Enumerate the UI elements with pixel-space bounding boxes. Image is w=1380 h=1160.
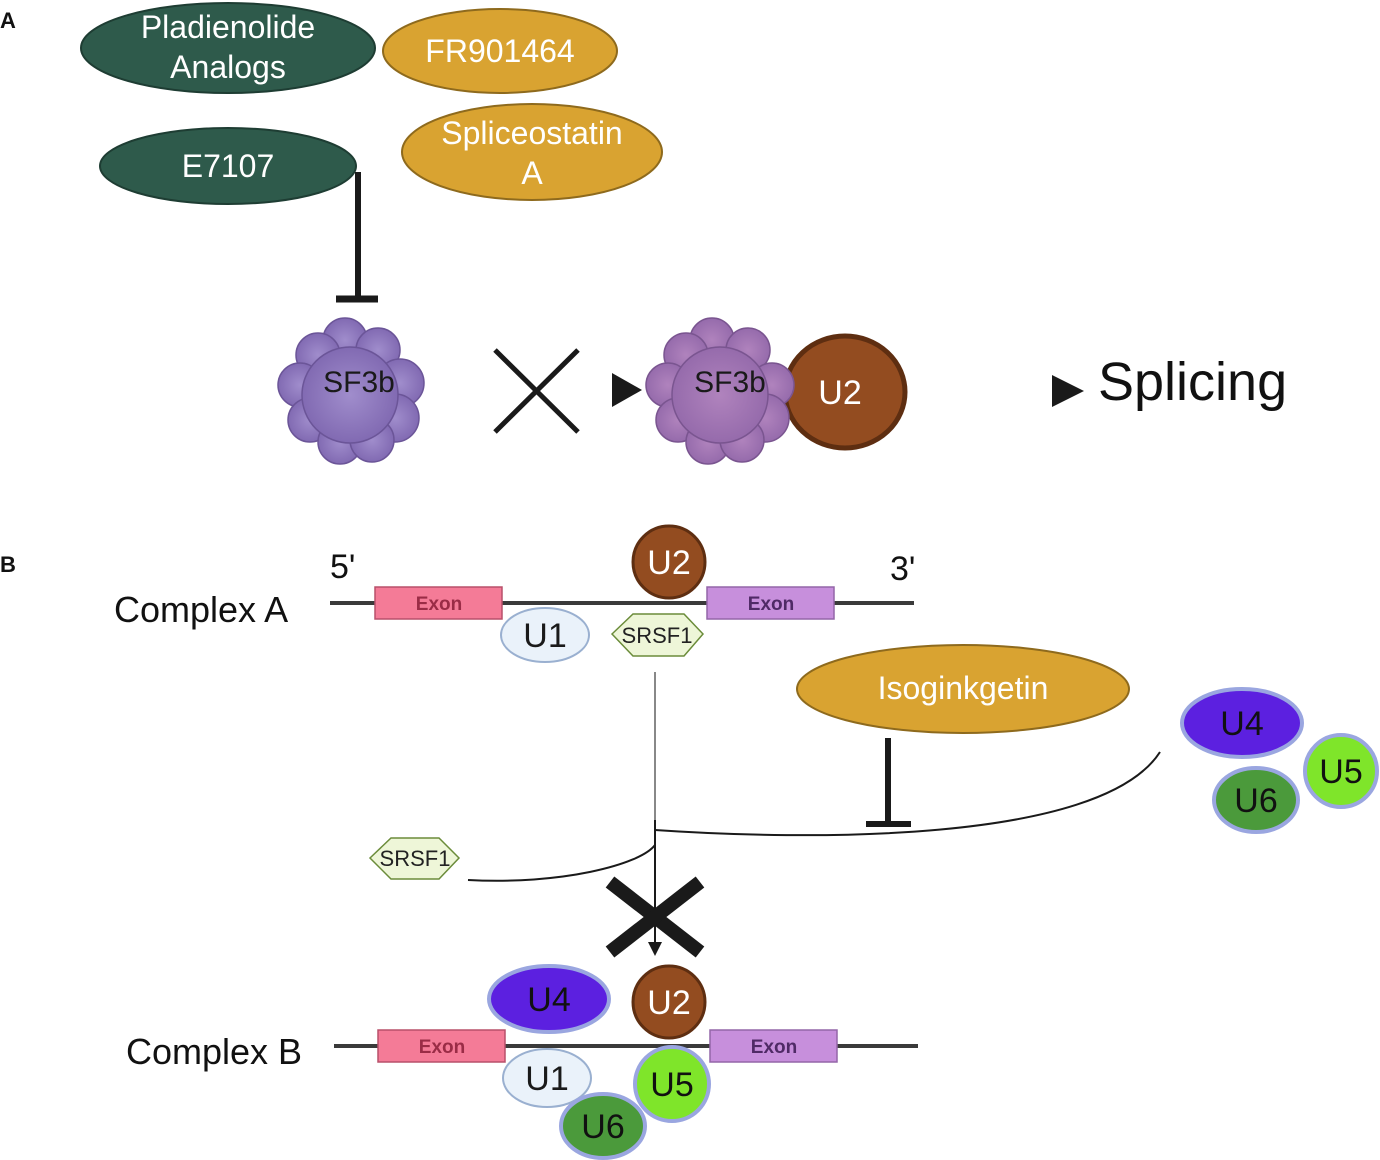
- sf3b-complex: SF3b: [277, 317, 425, 465]
- complex-a-srsf1: SRSF1: [610, 613, 705, 657]
- complex-b-u1: U1: [502, 1048, 592, 1108]
- complex-a-exon-left: Exon: [374, 586, 503, 620]
- e7107-inhibition-bar: [336, 172, 378, 303]
- complex-b-u4: U4: [487, 964, 611, 1034]
- panel-a-letter: A: [0, 8, 16, 33]
- sf3b-label: SF3b: [323, 366, 395, 399]
- svg-text:U5: U5: [1319, 753, 1362, 791]
- splicing-label: Splicing: [1098, 352, 1287, 412]
- svg-text:U6: U6: [1234, 782, 1277, 820]
- spliceostatin-pill: Spliceostatin A: [401, 103, 663, 201]
- complex-b-exon-right: Exon: [709, 1029, 838, 1063]
- svg-text:U4: U4: [527, 981, 570, 1019]
- pladienolide-label-line2: Analogs: [170, 49, 286, 85]
- complex-a-exon-right: Exon: [706, 586, 835, 620]
- isoginkgetin-pill: Isoginkgetin: [796, 644, 1130, 734]
- svg-text:Exon: Exon: [748, 594, 794, 615]
- spliceostatin-label-line2: A: [521, 155, 543, 191]
- splicing-arrow: [915, 375, 1084, 407]
- sf3b-bound-label: SF3b: [694, 366, 766, 399]
- svg-text:U5: U5: [650, 1066, 693, 1104]
- svg-text:U2: U2: [647, 984, 690, 1022]
- recruitment-arrowhead: [648, 942, 662, 956]
- svg-text:SRSF1: SRSF1: [380, 846, 451, 871]
- spliceostatin-label-line1: Spliceostatin: [441, 115, 622, 151]
- svg-text:U6: U6: [581, 1108, 624, 1146]
- svg-text:U4: U4: [1220, 705, 1263, 743]
- svg-text:U1: U1: [525, 1060, 568, 1098]
- panel-b-letter: B: [0, 552, 16, 577]
- svg-text:Isoginkgetin: Isoginkgetin: [878, 670, 1049, 706]
- complex-b-u5: U5: [633, 1045, 711, 1123]
- pladienolide-label-line1: Pladienolide: [141, 9, 315, 45]
- free-srsf1: SRSF1: [368, 837, 461, 880]
- blocked-binding-arrow: [430, 348, 642, 434]
- free-u6: U6: [1212, 766, 1300, 834]
- e7107-label: E7107: [182, 148, 275, 184]
- pladienolide-analogs-pill: Pladienolide Analogs: [80, 2, 376, 94]
- fr901464-pill: FR901464: [382, 8, 618, 94]
- complex-a-u1: U1: [500, 607, 590, 663]
- svg-text:SRSF1: SRSF1: [622, 623, 693, 648]
- complex-a-u2: U2: [631, 524, 707, 600]
- complex-b-label: Complex B: [126, 1031, 302, 1072]
- complex-b-u2: U2: [631, 964, 707, 1040]
- free-u5: U5: [1303, 733, 1379, 809]
- complex-b-exon-left: Exon: [377, 1029, 506, 1063]
- sf3b-u2-complex: U2 SF3b: [645, 317, 908, 465]
- svg-text:Exon: Exon: [419, 1037, 465, 1058]
- svg-text:U1: U1: [523, 617, 566, 655]
- svg-text:Exon: Exon: [416, 594, 462, 615]
- free-u4: U4: [1180, 687, 1304, 759]
- svg-text:Exon: Exon: [751, 1037, 797, 1058]
- u2-label-a: U2: [818, 374, 861, 412]
- fr901464-label: FR901464: [425, 33, 574, 69]
- three-prime-label: 3': [890, 550, 915, 588]
- five-prime-label: 5': [330, 548, 355, 586]
- svg-text:U2: U2: [647, 544, 690, 582]
- e7107-pill: E7107: [99, 127, 357, 205]
- complex-b-u6: U6: [559, 1092, 647, 1160]
- isoginkgetin-inhibition-bar: [866, 738, 911, 827]
- complex-b-block-x: [605, 876, 705, 958]
- complex-a-label: Complex A: [114, 589, 288, 630]
